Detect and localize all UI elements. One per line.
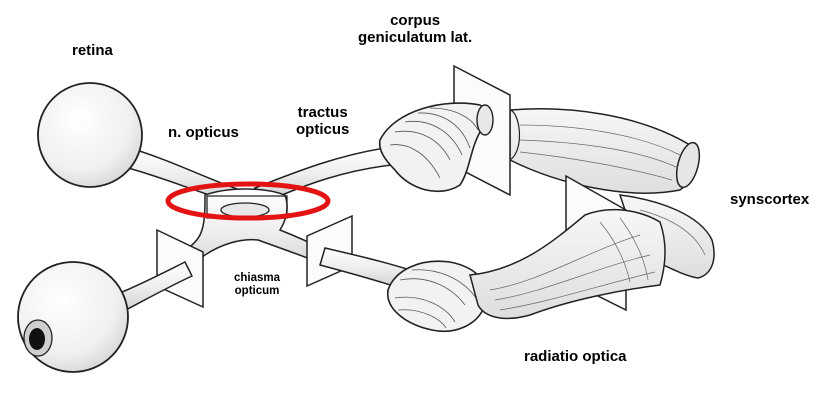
label-corpus-geniculatum: corpus geniculatum lat.	[358, 12, 473, 47]
label-radiatio-optica: radiatio optica	[524, 348, 627, 365]
label-n-opticus: n. opticus	[168, 124, 239, 141]
label-chiasma-opticum: chiasma opticum	[234, 272, 281, 298]
lower-radiatio-optica	[469, 208, 666, 320]
upper-radiatio-optica	[509, 108, 701, 194]
label-synscortex: synscortex	[730, 191, 810, 208]
label-tractus-opticus: tractus opticus	[296, 104, 350, 139]
lower-eyeball	[17, 260, 194, 373]
upper-radiatio-start	[509, 109, 521, 161]
lower-corpus-geniculatum	[387, 260, 487, 332]
upper-corpus-geniculatum	[378, 102, 494, 193]
label-retina: retina	[72, 42, 113, 59]
chiasma-highlight-ring	[165, 181, 331, 221]
upper-eyeball	[37, 82, 241, 204]
